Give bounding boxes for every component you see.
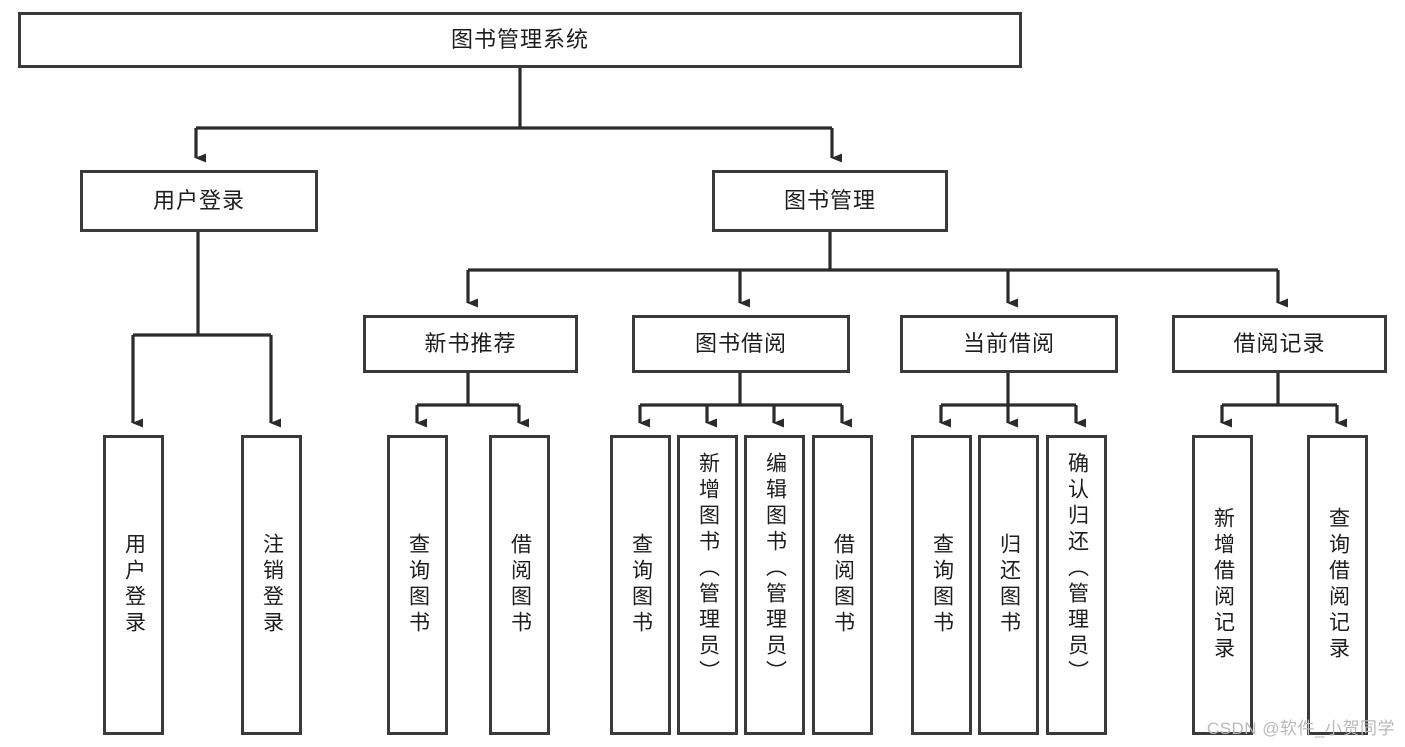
leaf-cb-confirm-return[interactable]: 确认归还（管理员）: [1046, 435, 1107, 735]
leaf-nb-query-book-label: 查询图书: [406, 533, 430, 637]
leaf-br-query-record-label: 查询借阅记录: [1326, 507, 1350, 663]
node-book-borrow[interactable]: 图书借阅: [632, 315, 850, 373]
leaf-br-query-record[interactable]: 查询借阅记录: [1307, 435, 1368, 735]
leaf-cb-confirm-return-label: 确认归还（管理员）: [1065, 452, 1089, 686]
leaf-nb-query-book[interactable]: 查询图书: [387, 435, 448, 735]
node-borrow-record-label: 借阅记录: [1233, 330, 1326, 356]
leaf-user-login-label: 用户登录: [122, 533, 146, 637]
leaf-bb-edit-book[interactable]: 编辑图书（管理员）: [744, 435, 805, 735]
leaf-bb-borrow-book-label: 借阅图书: [831, 533, 855, 637]
leaf-cb-return-book[interactable]: 归还图书: [978, 435, 1039, 735]
leaf-cb-query-book[interactable]: 查询图书: [911, 435, 972, 735]
node-root-system[interactable]: 图书管理系统: [18, 12, 1022, 68]
leaf-br-add-record-label: 新增借阅记录: [1211, 507, 1235, 663]
leaf-bb-add-book[interactable]: 新增图书（管理员）: [677, 435, 738, 735]
node-current-borrow[interactable]: 当前借阅: [900, 315, 1118, 373]
node-user-login[interactable]: 用户登录: [80, 170, 318, 232]
node-root-system-label: 图书管理系统: [450, 26, 589, 52]
leaf-nb-borrow-book-label: 借阅图书: [508, 533, 532, 637]
leaf-cb-return-book-label: 归还图书: [997, 533, 1021, 637]
leaf-bb-query-book[interactable]: 查询图书: [610, 435, 671, 735]
leaf-bb-add-book-label: 新增图书（管理员）: [696, 452, 720, 686]
leaf-user-login[interactable]: 用户登录: [103, 435, 164, 735]
node-new-book-recommend-label: 新书推荐: [424, 330, 517, 356]
node-book-borrow-label: 图书借阅: [694, 330, 787, 356]
node-book-manage[interactable]: 图书管理: [712, 170, 948, 232]
node-user-login-label: 用户登录: [152, 187, 245, 213]
leaf-bb-query-book-label: 查询图书: [629, 533, 653, 637]
leaf-cb-query-book-label: 查询图书: [930, 533, 954, 637]
node-book-manage-label: 图书管理: [783, 187, 876, 213]
leaf-logout-label: 注销登录: [260, 533, 284, 637]
csdn-watermark: CSDN @软件_小贺同学: [1206, 719, 1395, 738]
node-current-borrow-label: 当前借阅: [962, 330, 1055, 356]
node-borrow-record[interactable]: 借阅记录: [1172, 315, 1387, 373]
leaf-bb-borrow-book[interactable]: 借阅图书: [812, 435, 873, 735]
leaf-nb-borrow-book[interactable]: 借阅图书: [489, 435, 550, 735]
leaf-logout[interactable]: 注销登录: [241, 435, 302, 735]
node-new-book-recommend[interactable]: 新书推荐: [363, 315, 578, 373]
leaf-bb-edit-book-label: 编辑图书（管理员）: [763, 452, 787, 686]
leaf-br-add-record[interactable]: 新增借阅记录: [1192, 435, 1253, 735]
